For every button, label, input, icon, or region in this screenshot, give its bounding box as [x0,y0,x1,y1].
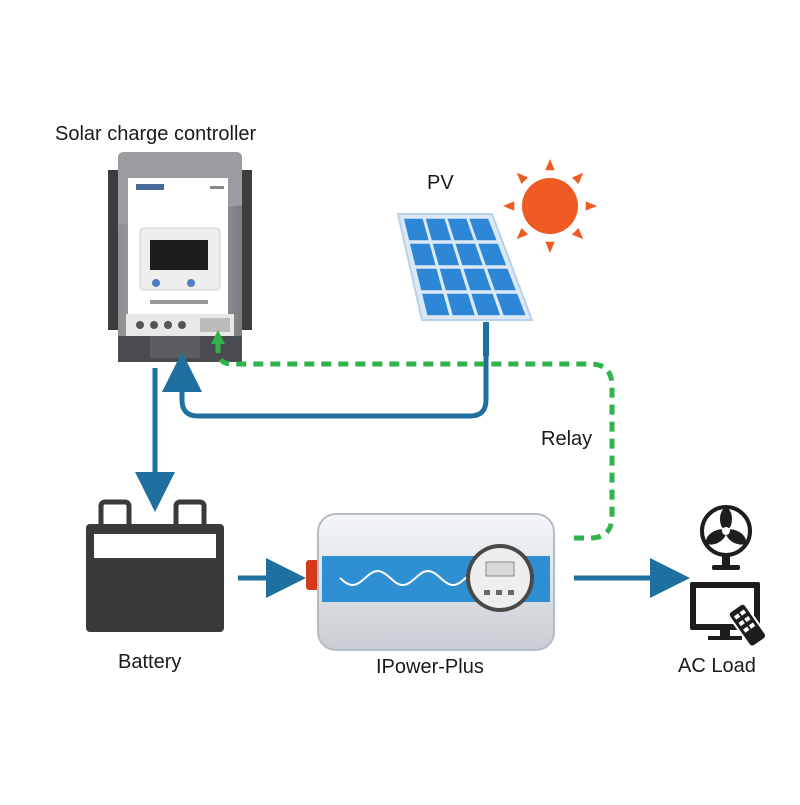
fan-icon [700,505,752,570]
ac-load-label: AC Load [678,655,756,677]
solar-charge-controller [108,152,252,362]
sun-ray [545,241,555,253]
inverter-label: IPower-Plus [376,656,484,678]
pv-cell [487,268,516,291]
pv-cell [410,243,436,266]
pv-cell [446,293,475,316]
sun-ray [545,159,555,171]
inverter-ipower-plus [306,513,555,651]
pv-cell [422,293,450,316]
sun-ray [503,201,515,211]
battery-label: Battery [118,651,182,673]
relay-arrow-head [211,330,225,344]
pv-cell [463,268,492,291]
pv-cell [455,243,483,266]
pv-cell [432,243,460,266]
pv-cell [471,293,501,316]
pv-cell [416,268,443,291]
controller-label: Solar charge controller [55,123,257,145]
battery-icon [86,499,224,632]
sun-ray [516,227,529,240]
sun-ray [516,172,529,185]
sun-icon [503,159,597,253]
pv-panel [396,213,534,356]
pv-cell [496,293,526,316]
pv-cell [478,243,507,266]
sun-ray [571,172,584,185]
pv-cell [469,218,497,241]
remote-icon [727,602,768,648]
relay-label: Relay [541,428,593,450]
power-lines [135,352,690,598]
sun-ray [585,201,597,211]
pv-cell [425,218,452,241]
relay-line [215,342,615,541]
sun-ray [571,227,584,240]
pv-cell [403,218,429,241]
pv-label: PV [427,172,454,194]
pv-cell [447,218,474,241]
pv-cell [439,268,467,291]
